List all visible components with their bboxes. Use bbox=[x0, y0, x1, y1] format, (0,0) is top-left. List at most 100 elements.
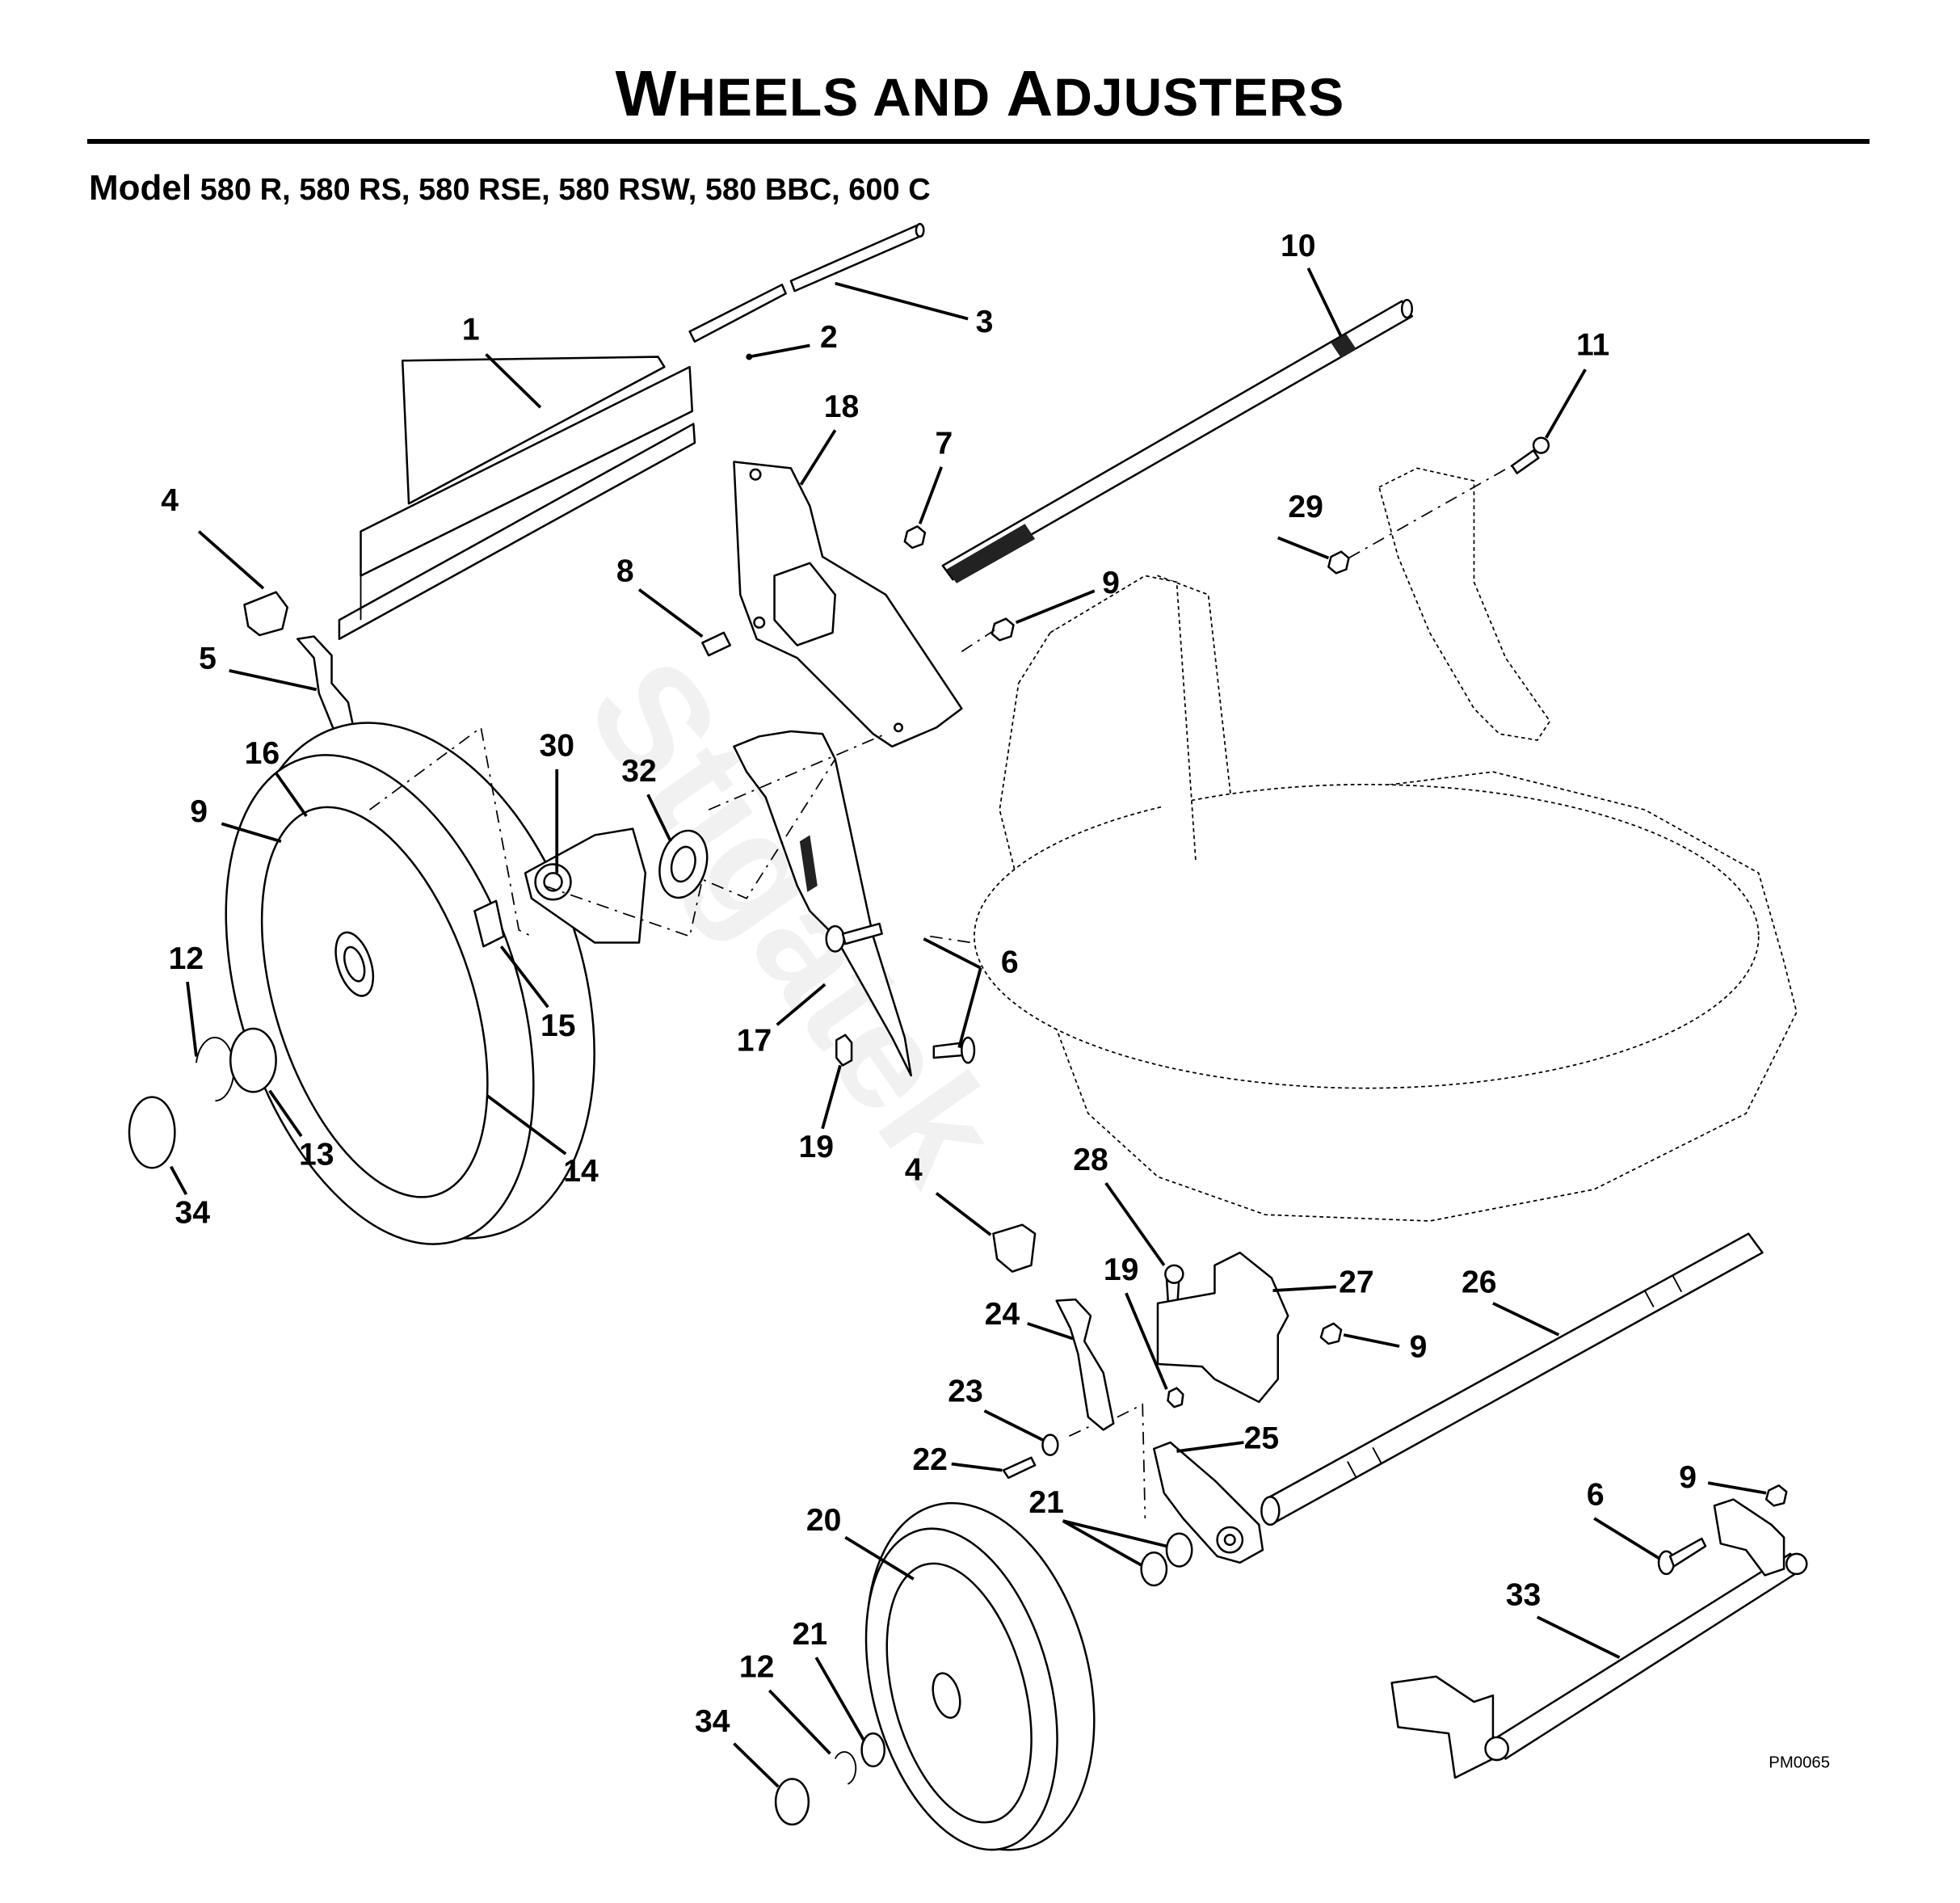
part-23-spacer bbox=[1041, 1434, 1059, 1456]
callout-number: 12 bbox=[169, 941, 204, 976]
leader-line bbox=[1707, 1481, 1767, 1495]
leader-line bbox=[646, 794, 672, 843]
callout-nut: 9 bbox=[1343, 1330, 1427, 1365]
callout-number: 12 bbox=[739, 1650, 775, 1685]
callout-rear-wheel: 14 bbox=[486, 1094, 599, 1189]
leader-line bbox=[499, 945, 549, 1008]
title-rest-1: HEELS AND bbox=[677, 67, 1007, 127]
callout-number: 9 bbox=[190, 794, 208, 829]
part-21-washer-b bbox=[1165, 1532, 1193, 1568]
callout-number: 20 bbox=[806, 1503, 842, 1538]
callout-number: 13 bbox=[299, 1138, 334, 1173]
callout-height-adjuster-lever: 5 bbox=[199, 642, 318, 692]
callout-number: 2 bbox=[820, 320, 838, 355]
callout-number: 8 bbox=[616, 554, 634, 589]
callout-cap: 4 bbox=[905, 1152, 992, 1236]
part-34-hub-cap-b bbox=[774, 1778, 810, 1826]
callout-number: 14 bbox=[563, 1154, 599, 1189]
callout-adjuster-arm: 17 bbox=[737, 983, 826, 1059]
leader-line bbox=[1062, 1519, 1167, 1567]
leader-line bbox=[748, 343, 810, 359]
leader-line bbox=[1306, 267, 1343, 338]
callout-number: 16 bbox=[245, 736, 280, 771]
part-29-nut bbox=[1327, 550, 1350, 575]
part-3-rod bbox=[688, 222, 925, 360]
callout-bushing: 15 bbox=[499, 945, 576, 1043]
model-line: Model 580 R, 580 RS, 580 RSE, 580 RSW, 5… bbox=[89, 168, 931, 208]
leader-line bbox=[1104, 1181, 1166, 1266]
part-6-bolt-a2 bbox=[932, 1036, 976, 1064]
part-21-washer-c bbox=[860, 1732, 886, 1768]
mower-deck-outline bbox=[974, 575, 1798, 1222]
callout-number: 34 bbox=[695, 1704, 730, 1739]
leader-line bbox=[1277, 536, 1330, 560]
callout-number: 27 bbox=[1339, 1265, 1374, 1300]
callout-number: 1 bbox=[462, 313, 480, 347]
part-6-bolt-b bbox=[1657, 1537, 1707, 1576]
leader-line bbox=[799, 429, 837, 486]
callout-bracket-plate: 18 bbox=[799, 389, 859, 486]
part-9-nut-c bbox=[1319, 1322, 1343, 1345]
callout-roll-pin: 2 bbox=[748, 320, 838, 359]
part-17-arm bbox=[733, 730, 912, 1077]
part-15-bushing bbox=[473, 899, 505, 948]
part-11-bolt bbox=[1511, 449, 1540, 474]
callout-screw: 28 bbox=[1073, 1143, 1166, 1266]
part-25-axle-bracket bbox=[1153, 1441, 1264, 1564]
leader-line bbox=[814, 1657, 866, 1742]
leader-line bbox=[221, 822, 282, 844]
part-19-nut-b bbox=[1167, 1387, 1184, 1408]
leader-line bbox=[1536, 1615, 1621, 1659]
callout-number: 19 bbox=[1104, 1253, 1139, 1287]
callout-number: 11 bbox=[1576, 327, 1609, 362]
leader-line bbox=[485, 353, 542, 409]
callout-washer: 21 bbox=[793, 1617, 866, 1742]
part-1-shield bbox=[338, 356, 696, 640]
callout-front-wheel: 20 bbox=[806, 1503, 915, 1581]
callout-nut: 9 bbox=[1015, 566, 1120, 625]
callout-retaining-ring: 12 bbox=[169, 941, 204, 1057]
leader-line bbox=[268, 1089, 303, 1138]
alignment-lines bbox=[368, 465, 1512, 1519]
leader-line bbox=[637, 588, 704, 638]
callout-carriage-bolt: 6 bbox=[1587, 1478, 1661, 1560]
callout-number: 4 bbox=[161, 483, 179, 518]
drawing-code: PM0065 bbox=[1769, 1754, 1830, 1771]
callout-number: 15 bbox=[540, 1008, 576, 1043]
callout-washer: 16 bbox=[245, 736, 308, 818]
callout-number: 21 bbox=[1028, 1485, 1064, 1520]
callout-retaining-ring: 12 bbox=[739, 1650, 831, 1755]
callout-cap: 4 bbox=[161, 483, 265, 590]
callout-number: 21 bbox=[793, 1617, 828, 1652]
leader-line bbox=[229, 669, 318, 692]
leader-line bbox=[1272, 1285, 1336, 1293]
callout-hub-cap: 34 bbox=[170, 1165, 210, 1231]
callout-rod: 3 bbox=[835, 281, 994, 339]
callout-number: 24 bbox=[985, 1297, 1020, 1332]
leader-line bbox=[918, 466, 944, 524]
part-21-washer-a bbox=[1140, 1551, 1168, 1587]
part-34-hub-cap-a bbox=[128, 1096, 176, 1169]
callout-bearing: 32 bbox=[621, 754, 672, 843]
callout-number: 9 bbox=[1102, 566, 1120, 600]
title-rest-2: DJUSTERS bbox=[1054, 67, 1345, 127]
callout-number: 22 bbox=[912, 1442, 948, 1477]
leader-line bbox=[1545, 368, 1587, 439]
part-4-cap-lower bbox=[992, 1223, 1037, 1273]
callout-number: 26 bbox=[1462, 1265, 1497, 1300]
callout-adjuster-plate: 27 bbox=[1272, 1265, 1374, 1300]
callout-number: 17 bbox=[737, 1024, 772, 1059]
callout-nut: 19 bbox=[798, 1064, 842, 1164]
leader-line bbox=[186, 981, 198, 1057]
leader-line bbox=[951, 1462, 1003, 1472]
part-6-bolt-a bbox=[825, 922, 883, 953]
callout-carriage-bolt: 6 bbox=[923, 937, 1019, 1048]
callout-nut: 9 bbox=[190, 794, 282, 844]
part-4-cap-upper bbox=[243, 591, 288, 637]
callout-number: 3 bbox=[976, 305, 994, 339]
part-26-axle bbox=[1260, 1232, 1764, 1526]
callout-number: 7 bbox=[935, 427, 953, 461]
callout-wheel-bracket: 30 bbox=[539, 729, 574, 874]
